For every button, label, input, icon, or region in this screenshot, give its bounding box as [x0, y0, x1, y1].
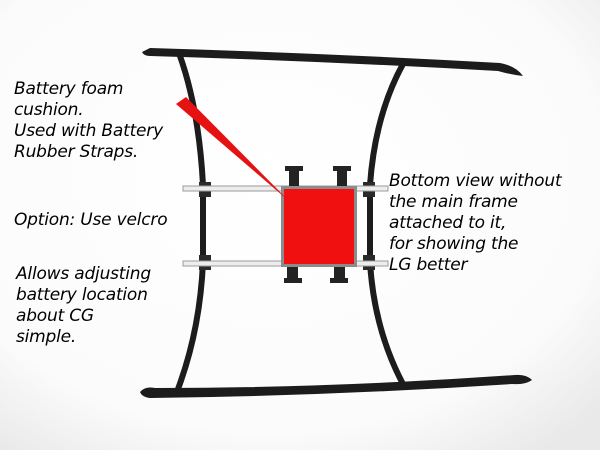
strap-tab-top-right-cap [333, 166, 351, 171]
strap-tab-top-left-cap [285, 166, 303, 171]
strap-tab-top-right [337, 168, 347, 190]
strap-tab-bottom-right [334, 262, 345, 282]
bottom-skid [140, 374, 532, 398]
top-skid [142, 48, 523, 76]
strap-tab-top-left [289, 168, 299, 190]
foam-cushion-caption: Battery foam cushion. Used with Battery … [14, 79, 163, 162]
strap-tab-bottom-left [287, 262, 298, 282]
annotation-pointer [176, 97, 290, 202]
right-strut [367, 61, 407, 389]
velcro-option-caption: Option: Use velcro [14, 210, 168, 230]
strap-tab-bottom-left-cap [284, 278, 302, 283]
adjust-location-caption: Allows adjusting battery location about … [16, 264, 151, 347]
bottom-view-caption: Bottom view without the main frame attac… [389, 171, 562, 275]
left-strut [175, 53, 206, 392]
strap-tab-bottom-right-cap [330, 278, 348, 283]
battery-foam-pad [284, 189, 354, 264]
